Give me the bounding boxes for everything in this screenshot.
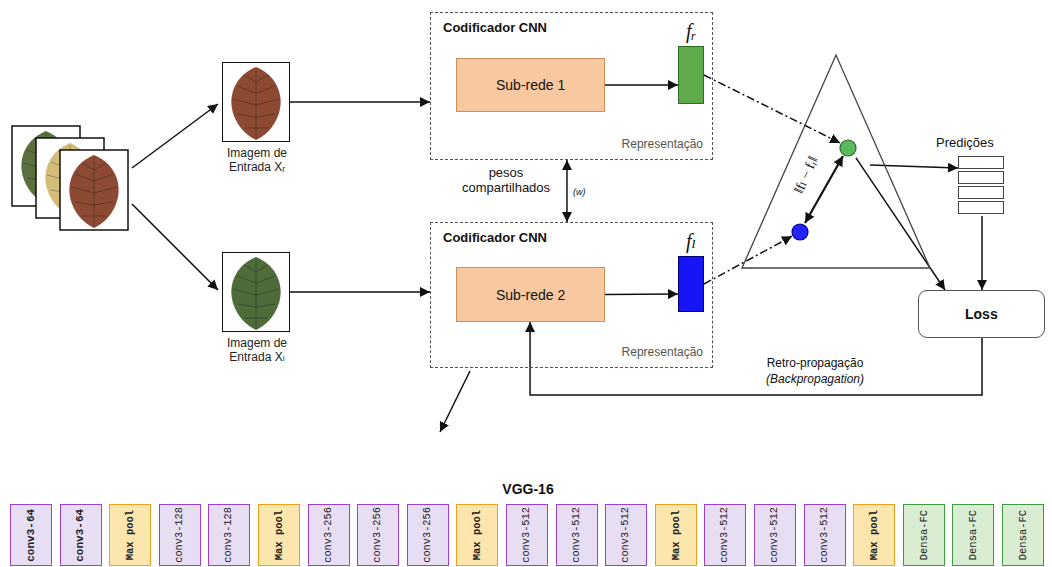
dash-dot-connector [704, 236, 792, 284]
embedding-point [840, 140, 856, 156]
arrow-connector [290, 291, 430, 293]
embedding-point [792, 224, 808, 240]
conv-layer: conv3-512 [556, 504, 598, 566]
dash-dot-connector [704, 75, 840, 143]
conv-layer: conv3-512 [605, 504, 647, 566]
node-label: Densa-FC [918, 510, 930, 560]
input-arrow [132, 104, 218, 168]
node-label: Max pool [124, 510, 136, 560]
arrow-connector [605, 293, 678, 295]
node-label: conv3-256 [322, 507, 334, 563]
node-label: Densa-FC [1017, 510, 1029, 560]
predictions-block: Predições [936, 136, 1010, 222]
conv-layer: conv3-64 [10, 504, 52, 566]
dense-layer: Densa-FC [952, 504, 994, 566]
node-label: Max pool [868, 510, 880, 560]
node-label: conv3-64 [25, 508, 38, 561]
conv-layer: conv3-512 [754, 504, 796, 566]
node-label: conv3-64 [74, 508, 87, 561]
node-label: Densa-FC [968, 510, 980, 560]
free-label: VGG-16 [478, 481, 578, 497]
dense-layer: Densa-FC [903, 504, 945, 566]
leaf-image [231, 257, 280, 330]
subnetwork-box: Sub-rede 1 [456, 58, 605, 112]
arrow-connector [605, 84, 678, 86]
dense-layer: Densa-FC [1002, 504, 1044, 566]
edge-label: pesos compartilhados [452, 166, 560, 196]
node-label: conv3-256 [372, 507, 384, 563]
node-label: fₗ [686, 231, 696, 251]
pool-layer: Max pool [655, 504, 697, 566]
conv-layer: conv3-512 [804, 504, 846, 566]
node-caption: Representação [567, 138, 703, 152]
node-label: conv3-128 [174, 507, 186, 563]
leaf-image [231, 67, 280, 140]
node-label: conv3-512 [620, 507, 632, 563]
node-label: Predições [936, 136, 994, 151]
node-label: conv3-512 [570, 507, 582, 563]
pool-layer: Max pool [456, 504, 498, 566]
conv-layer: conv3-256 [407, 504, 449, 566]
node-label: Sub-rede 2 [496, 287, 565, 303]
node-label: Max pool [670, 510, 682, 560]
arrow-connector [870, 165, 958, 168]
conv-layer: conv3-512 [704, 504, 746, 566]
input-image-frame: Imagem de Entrada Xₗ [222, 252, 290, 332]
encoder-group: Codificador CNNSub-rede 1fᵣRepresentação [430, 12, 713, 160]
node-label: Max pool [273, 510, 285, 560]
arrow-connector [981, 216, 983, 290]
feature-vector: fᵣRepresentação [678, 46, 704, 104]
conv-layer: conv3-64 [60, 504, 102, 566]
encoder-group: Codificador CNNSub-rede 2fₗRepresentação [430, 222, 713, 368]
arrow-connector [290, 101, 430, 103]
free-label: (Backpropagation) [745, 373, 885, 387]
pool-layer: Max pool [853, 504, 895, 566]
node-label: Max pool [472, 510, 484, 560]
node-label: fᵣ [686, 21, 696, 41]
arrow-connector [566, 160, 568, 222]
prediction-bar [958, 156, 1004, 169]
conv-layer: conv3-512 [506, 504, 548, 566]
node-label: Codificador CNN [443, 21, 547, 36]
conv-layer: conv3-128 [208, 504, 250, 566]
loss-box: Loss [918, 290, 1045, 338]
node-label: Sub-rede 1 [496, 77, 565, 93]
triangle-outline [742, 55, 930, 268]
node-label: conv3-512 [719, 507, 731, 563]
subnetwork-box: Sub-rede 2 [456, 267, 605, 322]
arrow-connector [856, 158, 945, 290]
node-label: conv3-128 [223, 507, 235, 563]
conv-layer: conv3-256 [308, 504, 350, 566]
edge-label: Retro-propagação [745, 357, 885, 371]
node-label: Imagem de Entrada Xₗ [217, 337, 297, 365]
pool-layer: Max pool [109, 504, 151, 566]
arrow-connector [530, 322, 982, 395]
triangle-outline [740, 52, 932, 270]
conv-layer: conv3-128 [159, 504, 201, 566]
prediction-bar [958, 186, 1004, 199]
prediction-bar [958, 201, 1004, 214]
pool-layer: Max pool [258, 504, 300, 566]
input-image-frame: Imagem de Entrada Xᵣ [222, 62, 290, 142]
node-label: conv3-512 [521, 507, 533, 563]
feature-vector: fₗRepresentação [678, 256, 704, 312]
free-label: (w) [573, 187, 586, 197]
node-label: conv3-512 [769, 507, 781, 563]
input-arrow [132, 204, 218, 290]
node-label: conv3-512 [818, 507, 830, 563]
node-label: Codificador CNN [443, 231, 547, 246]
node-caption: Representação [567, 346, 703, 360]
node-label: Loss [965, 306, 998, 322]
node-label: Imagem de Entrada Xᵣ [217, 147, 297, 175]
node-label: conv3-256 [422, 507, 434, 563]
conv-layer: conv3-256 [357, 504, 399, 566]
node-label: ‖fₗ − fᵣ‖ [791, 154, 821, 196]
detail-arrow [440, 371, 470, 432]
leaf-image-stack [12, 126, 128, 230]
distance-triangle: ‖fₗ − fᵣ‖ [740, 52, 932, 270]
prediction-bar [958, 171, 1004, 184]
